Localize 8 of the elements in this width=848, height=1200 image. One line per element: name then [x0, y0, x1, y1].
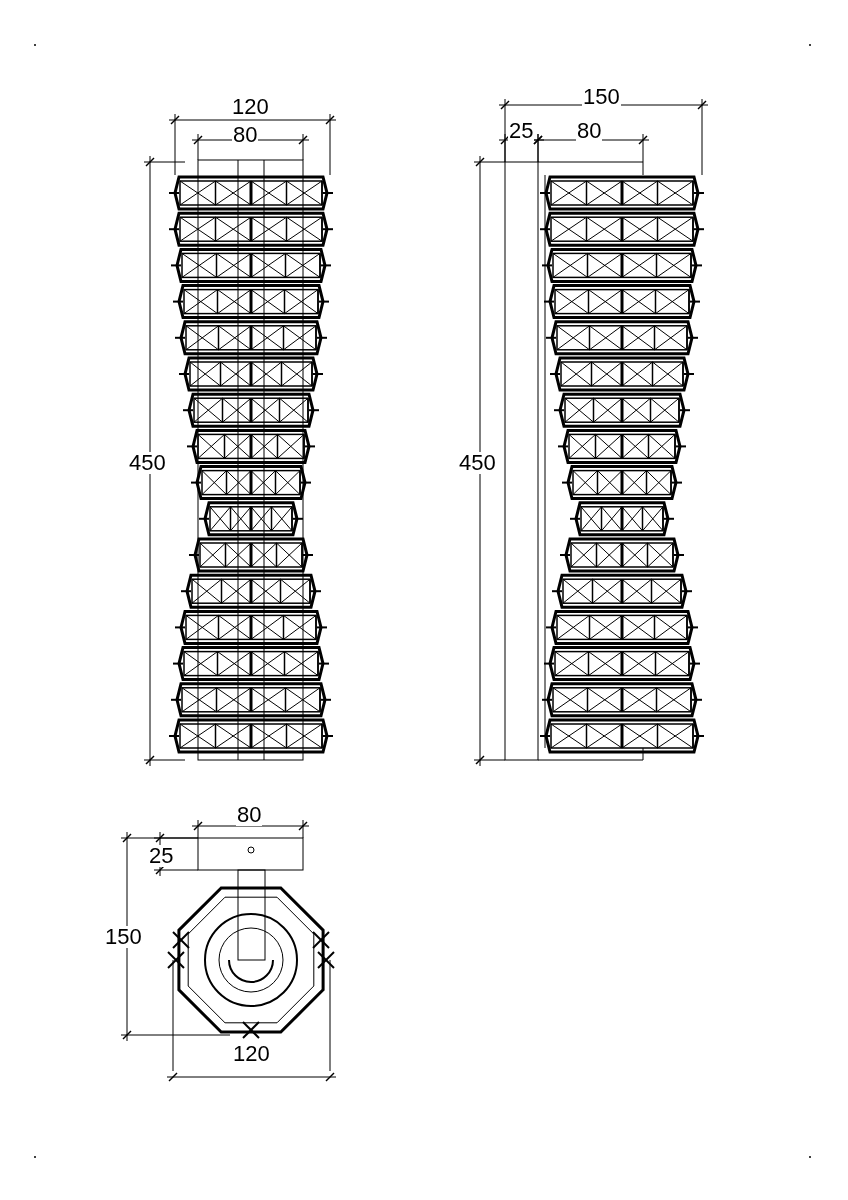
dimension-label: 80 — [576, 120, 603, 142]
dimension-label: 150 — [582, 86, 621, 108]
dimension-label: 150 — [104, 926, 143, 948]
dimension-label: 80 — [236, 804, 263, 826]
dimension-label: 450 — [128, 452, 167, 474]
dimension-label: 450 — [458, 452, 497, 474]
dimension-label: 25 — [508, 120, 535, 142]
dimension-label: 25 — [148, 845, 175, 867]
